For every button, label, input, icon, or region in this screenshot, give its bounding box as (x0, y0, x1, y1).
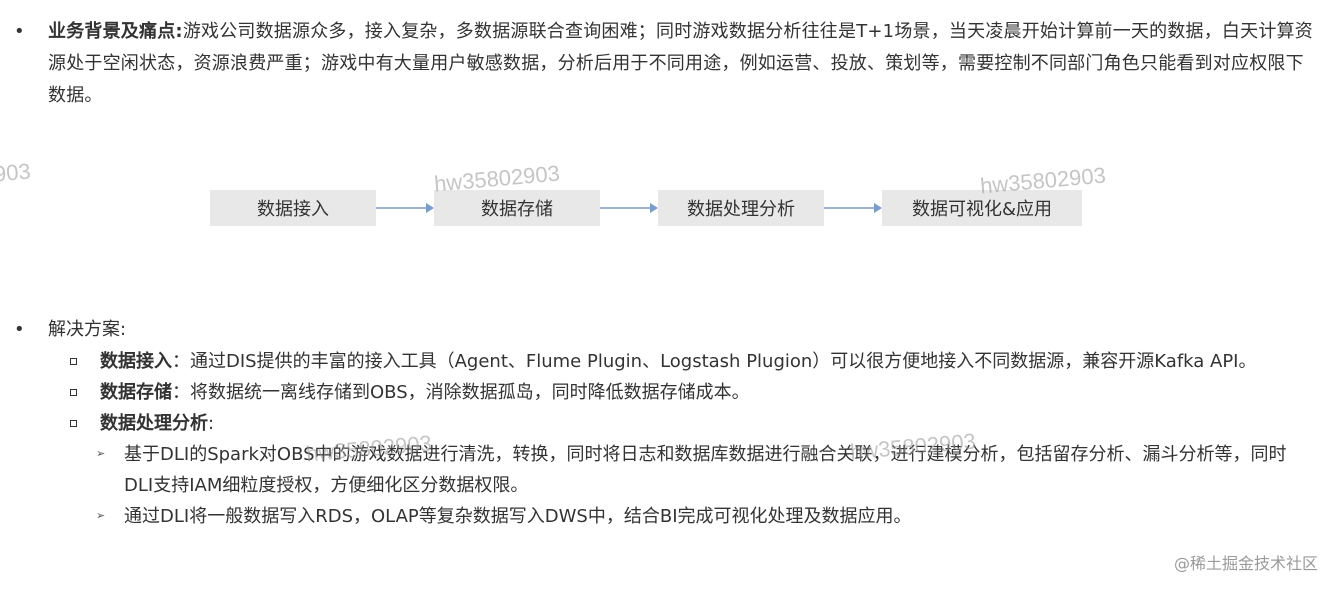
flow-step-processing: 数据处理分析 (658, 190, 824, 226)
background-label: 业务背景及痛点 (48, 21, 176, 42)
processing-subitem: ➢ 通过DLI将一般数据写入RDS，OLAP等复杂数据写入DWS中，结合BI完成… (94, 501, 1314, 532)
corner-watermark: @稀土掘金技术社区 (1173, 554, 1318, 573)
flow-step-storage: 数据存储 (434, 190, 600, 226)
process-flow: 数据接入 数据存储 数据处理分析 数据可视化&应用 (210, 190, 1082, 226)
solution-title: 解决方案: (48, 319, 127, 340)
solution-item-label: 数据存储 (100, 382, 172, 403)
solution-item-text: : (208, 413, 215, 434)
arrow-right-icon (824, 190, 882, 226)
solution-item-label: 数据接入 (100, 351, 172, 372)
background-paragraph: 业务背景及痛点:游戏公司数据源众多，接入复杂，多数据源联合查询困难；同时游戏数据… (48, 16, 1314, 112)
solution-item-text: ：将数据统一离线存储到OBS，消除数据孤岛，同时降低数据存储成本。 (172, 382, 750, 403)
flow-step-ingest: 数据接入 (210, 190, 376, 226)
triangle-bullet-icon: ➢ (96, 447, 106, 460)
bullet-icon: • (14, 21, 25, 42)
arrow-right-icon (376, 190, 434, 226)
square-bullet-icon (70, 389, 77, 396)
solution-item-text: ：通过DIS提供的丰富的接入工具（Agent、Flume Plugin、Logs… (172, 351, 1257, 372)
watermark-text: hw35802903 (979, 162, 1107, 199)
square-bullet-icon (70, 358, 77, 365)
processing-subitem-text: 通过DLI将一般数据写入RDS，OLAP等复杂数据写入DWS中，结合BI完成可视… (124, 506, 912, 527)
solution-list: 数据接入：通过DIS提供的丰富的接入工具（Agent、Flume Plugin、… (70, 346, 1314, 532)
triangle-bullet-icon: ➢ (96, 509, 106, 522)
solution-item-ingest: 数据接入：通过DIS提供的丰富的接入工具（Agent、Flume Plugin、… (70, 346, 1314, 377)
solution-item-label: 数据处理分析 (100, 413, 208, 434)
background-colon: : (175, 21, 183, 42)
bullet-icon: • (14, 319, 25, 340)
square-bullet-icon (70, 420, 77, 427)
flow-step-visualization: 数据可视化&应用 (882, 190, 1082, 226)
background-section: • 业务背景及痛点:游戏公司数据源众多，接入复杂，多数据源联合查询困难；同时游戏… (14, 16, 1314, 112)
arrow-right-icon (600, 190, 658, 226)
watermark-text: 903 (0, 158, 32, 187)
solution-item-processing: 数据处理分析: (70, 408, 1314, 439)
processing-subitem-text: 基于DLI的Spark对OBS中的游戏数据进行清洗，转换，同时将日志和数据库数据… (124, 444, 1287, 496)
solution-item-storage: 数据存储：将数据统一离线存储到OBS，消除数据孤岛，同时降低数据存储成本。 (70, 377, 1314, 408)
solution-section: • 解决方案: 数据接入：通过DIS提供的丰富的接入工具（Agent、Flume… (14, 314, 1314, 532)
processing-sublist: ➢ 基于DLI的Spark对OBS中的游戏数据进行清洗，转换，同时将日志和数据库… (94, 439, 1314, 532)
processing-subitem: ➢ 基于DLI的Spark对OBS中的游戏数据进行清洗，转换，同时将日志和数据库… (94, 439, 1314, 501)
background-text: 游戏公司数据源众多，接入复杂，多数据源联合查询困难；同时游戏数据分析往往是T+1… (48, 21, 1313, 106)
